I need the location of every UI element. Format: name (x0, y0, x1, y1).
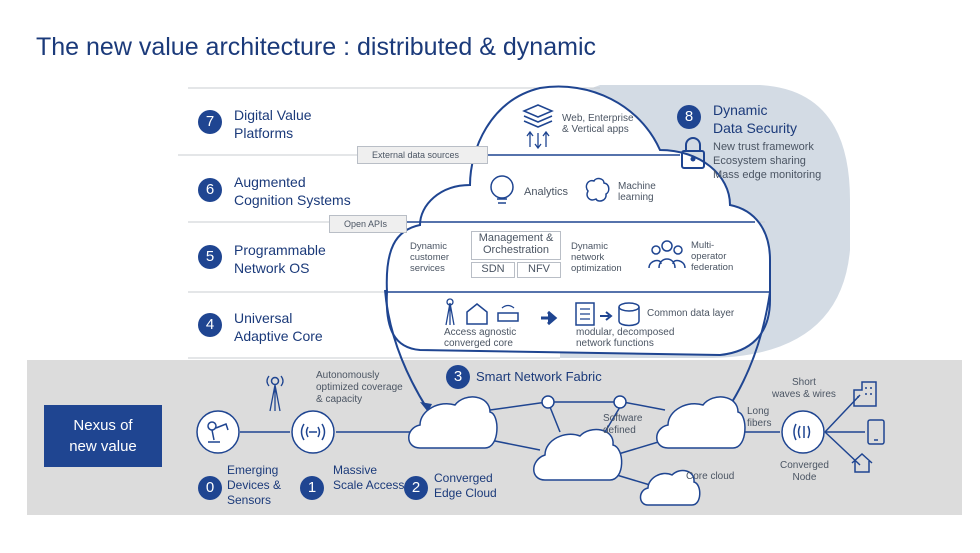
layer-5-badge: 5 (198, 245, 222, 269)
lock-icon (681, 137, 705, 169)
autonomous-label: Autonomously optimized coverage & capaci… (316, 370, 403, 405)
n1-label: Massive Scale Access (333, 463, 405, 492)
open-apis-tag: Open APIs (329, 215, 407, 233)
access-icons (445, 298, 519, 326)
layer-7-label: Digital Value Platforms (234, 107, 312, 141)
security-badge: 8 (677, 105, 701, 129)
signal-icon (300, 423, 326, 441)
nexus-box: Nexus of new value (44, 405, 162, 467)
page-title: The new value architecture : distributed… (36, 33, 596, 61)
smart-fabric-badge: 3 (446, 365, 470, 389)
converged-node-label: Converged Node (780, 460, 829, 483)
robot-arm-icon (207, 421, 229, 443)
edge-cloud (408, 396, 498, 449)
n2-badge: 2 (404, 476, 428, 500)
smart-fabric-label: Smart Network Fabric (476, 369, 602, 384)
common-data-label: Common data layer (647, 308, 735, 319)
mgmt-box: Management & Orchestration (471, 231, 561, 260)
external-data-tag: External data sources (357, 146, 488, 164)
layer-4-label: Universal Adaptive Core (234, 310, 323, 344)
bulb-icon (490, 175, 514, 204)
building-icon (853, 381, 877, 407)
long-fibers-label: Long fibers (747, 406, 772, 429)
n2-label: Converged Edge Cloud (434, 471, 497, 500)
modular-label: modular, decomposed network functions (576, 327, 675, 349)
right-cloud (656, 396, 746, 449)
security-title: Dynamic Data Security (713, 102, 798, 136)
core-cloud-label: Core cloud (686, 471, 735, 482)
mid-cloud (533, 428, 623, 481)
short-waves-label: Short waves & wires (772, 377, 836, 400)
dyn-opt-label: Dynamic network optimization (571, 241, 622, 274)
core-cloud (639, 469, 701, 506)
analytics-label: Analytics (524, 186, 569, 198)
layer-5-label: Programmable Network OS (234, 242, 326, 276)
layer-7-badge: 7 (198, 110, 222, 134)
home-icon (851, 452, 873, 473)
n1-badge: 1 (300, 476, 324, 500)
software-defined-label: Software defined (603, 413, 643, 436)
sdn-box: SDN (471, 262, 515, 278)
security-items: New trust framework Ecosystem sharing Ma… (713, 141, 822, 181)
data-layer-icons (575, 302, 640, 327)
tower-icon (266, 375, 284, 412)
dynamic-services-label: Dynamic customer services (410, 241, 450, 274)
access-agnostic-label: Access agnostic converged core (444, 327, 517, 349)
ml-label: Machine learning (618, 181, 656, 203)
arrow-right-icon (541, 310, 558, 326)
stack-icon (522, 104, 554, 149)
n0-badge: 0 (198, 476, 222, 500)
brain-icon (585, 177, 610, 202)
node-icon (793, 423, 811, 441)
layer-6-badge: 6 (198, 178, 222, 202)
web-apps-label: Web, Enterprise & Vertical apps (562, 113, 634, 135)
nfv-box: NFV (517, 262, 561, 278)
people-icon (648, 240, 686, 269)
phone-icon (867, 419, 885, 445)
layer-6-label: Augmented Cognition Systems (234, 174, 351, 208)
multi-op-label: Multi- operator federation (691, 240, 734, 273)
layer-4-badge: 4 (198, 313, 222, 337)
n0-label: Emerging Devices & Sensors (227, 463, 282, 507)
